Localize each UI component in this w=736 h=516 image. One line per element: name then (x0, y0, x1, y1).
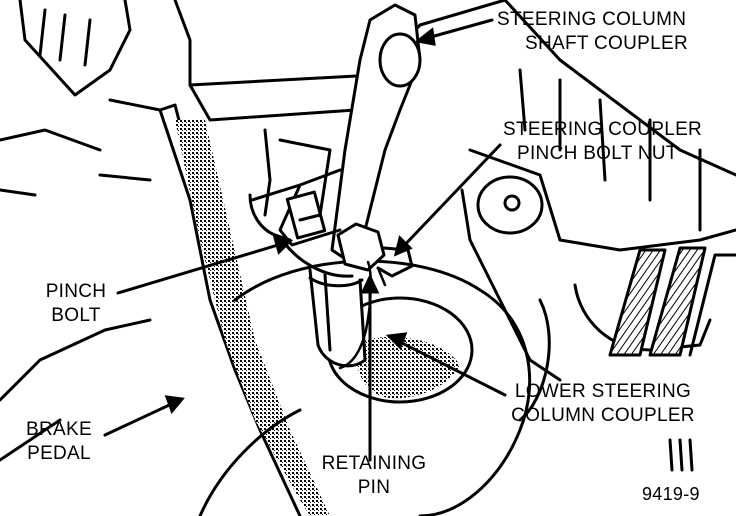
lower-coupler-tube (308, 268, 367, 368)
figure-number: 9419-9 (642, 484, 700, 504)
arrowhead-pinch-nut (393, 235, 413, 257)
column-housing (173, 0, 736, 252)
label-lower-steering-column-coupler: LOWER STEERING COLUMN COUPLER (511, 381, 695, 426)
right-bracket (460, 175, 736, 382)
arrowhead-brake-pedal (164, 395, 185, 414)
label-pinch-bolt-nut: STEERING COUPLER PINCH BOLT NUT (503, 119, 703, 164)
label-brake-pedal: BRAKE PEDAL (26, 419, 92, 464)
label-steering-column-shaft-coupler: STEERING COLUMN SHAFT COUPLER (497, 9, 688, 54)
dash-knob (0, 0, 132, 197)
arrowhead-retaining-pin (360, 273, 380, 294)
leader-brake-pedal (103, 398, 182, 437)
leader-lower-coupler (390, 336, 507, 397)
leader-pinch-nut (396, 143, 502, 254)
label-pinch-bolt: PINCH BOLT (45, 281, 107, 326)
figure-tick-lines (668, 438, 694, 472)
arrowhead-lower-coupler (385, 332, 408, 350)
shaft-coupler-yoke (248, 3, 422, 264)
leader-lines (103, 18, 694, 472)
leader-pinch-bolt (116, 240, 290, 295)
brake-pedal-arm (0, 98, 330, 516)
pinch-bolt-nut-shape (284, 222, 414, 278)
label-retaining-pin: RETAINING PIN (321, 453, 427, 498)
arrowhead-shaft-coupler (414, 27, 436, 46)
arrowhead-pinch-bolt (272, 236, 294, 255)
